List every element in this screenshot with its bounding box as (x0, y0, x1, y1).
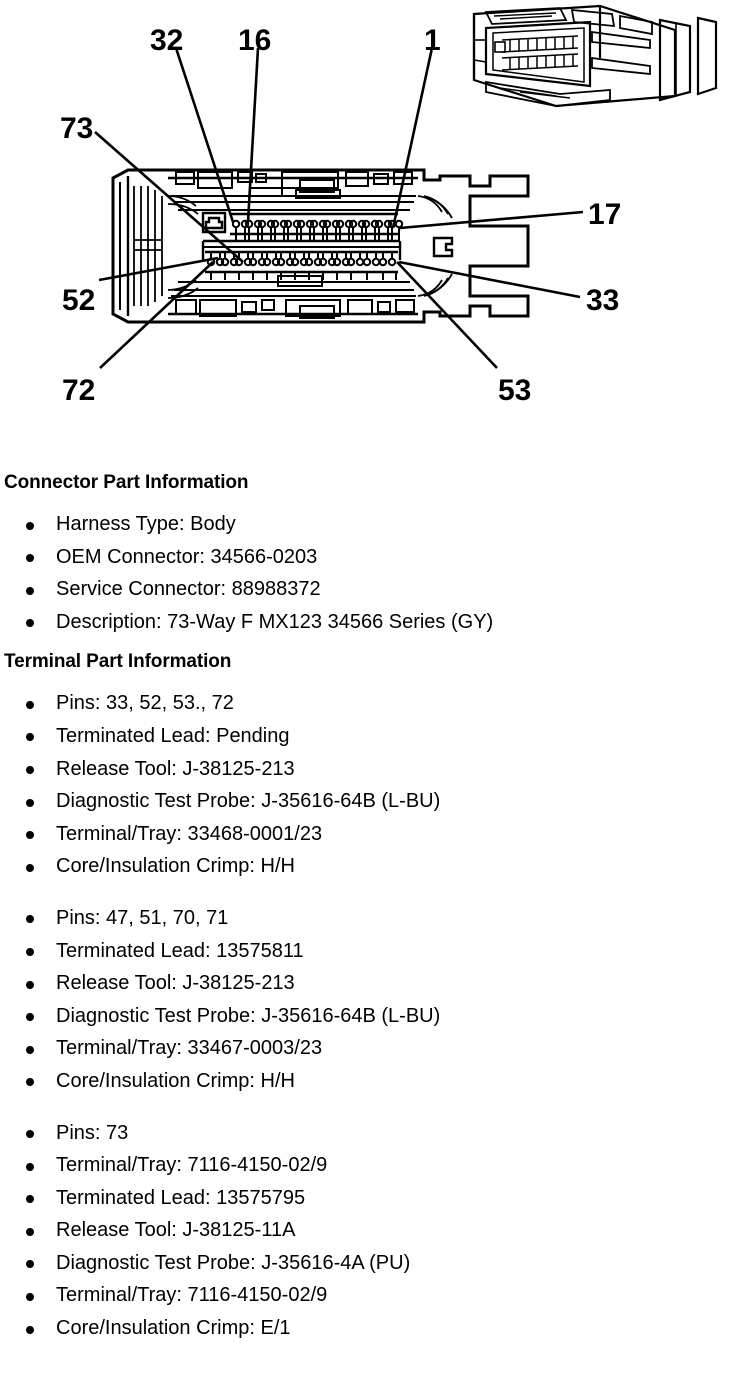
callout-label-33: 33 (586, 284, 619, 317)
leader-line-17 (399, 210, 584, 230)
list-item: Terminal/Tray: 7116-4150-02/9 (0, 1279, 736, 1312)
list-item: Harness Type: Body (0, 508, 736, 541)
leader-line-33 (398, 260, 581, 299)
list-item: Release Tool: J-38125-213 (0, 753, 736, 786)
terminal-group-2-list: Pins: 47, 51, 70, 71 Terminated Lead: 13… (0, 902, 736, 1098)
list-item: Core/Insulation Crimp: E/1 (0, 1312, 736, 1345)
list-item: Diagnostic Test Probe: J-35616-64B (L-BU… (0, 1000, 736, 1033)
connector-diagram-figure: 32 16 1 73 17 52 33 72 53 (0, 0, 736, 460)
list-item: Terminal/Tray: 33468-0001/23 (0, 818, 736, 851)
spacer (0, 638, 736, 649)
connector-isometric-inset (472, 4, 718, 108)
callout-label-72: 72 (62, 374, 95, 407)
list-item: Terminated Lead: Pending (0, 720, 736, 753)
list-item: Description: 73-Way F MX123 34566 Series… (0, 606, 736, 639)
callout-label-73: 73 (60, 112, 93, 145)
connector-body-outline (111, 168, 530, 324)
list-item: Terminal/Tray: 33467-0003/23 (0, 1032, 736, 1065)
list-item: OEM Connector: 34566-0203 (0, 541, 736, 574)
callout-label-32: 32 (150, 24, 183, 57)
list-item: Pins: 47, 51, 70, 71 (0, 902, 736, 935)
connector-document-text: Connector Part Information Harness Type:… (0, 470, 736, 1345)
list-item: Diagnostic Test Probe: J-35616-64B (L-BU… (0, 785, 736, 818)
connector-part-information-list: Harness Type: Body OEM Connector: 34566-… (0, 508, 736, 638)
leader-line-1 (391, 47, 434, 229)
list-item: Pins: 33, 52, 53., 72 (0, 687, 736, 720)
spacer (0, 496, 736, 508)
callout-label-16: 16 (238, 24, 271, 57)
terminal-group-1-list: Pins: 33, 52, 53., 72 Terminated Lead: P… (0, 687, 736, 883)
callout-label-17: 17 (588, 198, 621, 231)
spacer (0, 883, 736, 902)
connector-diagram-svg: 32 16 1 73 17 52 33 72 53 (0, 0, 736, 460)
upper-pin-row (230, 212, 404, 240)
figure-background (0, 0, 736, 460)
leader-line-32 (174, 47, 235, 223)
connector-part-information-heading: Connector Part Information (4, 472, 249, 493)
leader-line-52 (98, 256, 219, 282)
list-item: Terminal/Tray: 7116-4150-02/9 (0, 1149, 736, 1182)
callout-label-52: 52 (62, 284, 95, 317)
list-item: Terminated Lead: 13575795 (0, 1182, 736, 1215)
connector-bottom-deck (167, 195, 454, 319)
list-item: Service Connector: 88988372 (0, 573, 736, 606)
terminal-group-3-list: Pins: 73 Terminal/Tray: 7116-4150-02/9 T… (0, 1117, 736, 1345)
list-item: Terminated Lead: 13575811 (0, 935, 736, 968)
list-item: Pins: 73 (0, 1117, 736, 1150)
callout-labels: 32 16 1 73 17 52 33 72 53 (60, 24, 621, 407)
list-item: Core/Insulation Crimp: H/H (0, 850, 736, 883)
leader-line-72 (99, 261, 214, 369)
callout-label-1: 1 (424, 24, 441, 57)
callout-label-53: 53 (498, 374, 531, 407)
list-item: Release Tool: J-38125-213 (0, 967, 736, 1000)
list-item: Release Tool: J-38125-11A (0, 1214, 736, 1247)
spacer (0, 675, 736, 687)
pin-rows-divider (201, 239, 402, 260)
list-item: Diagnostic Test Probe: J-35616-4A (PU) (0, 1247, 736, 1280)
list-item: Core/Insulation Crimp: H/H (0, 1065, 736, 1098)
spacer (0, 1098, 736, 1117)
terminal-part-information-heading: Terminal Part Information (4, 651, 232, 673)
